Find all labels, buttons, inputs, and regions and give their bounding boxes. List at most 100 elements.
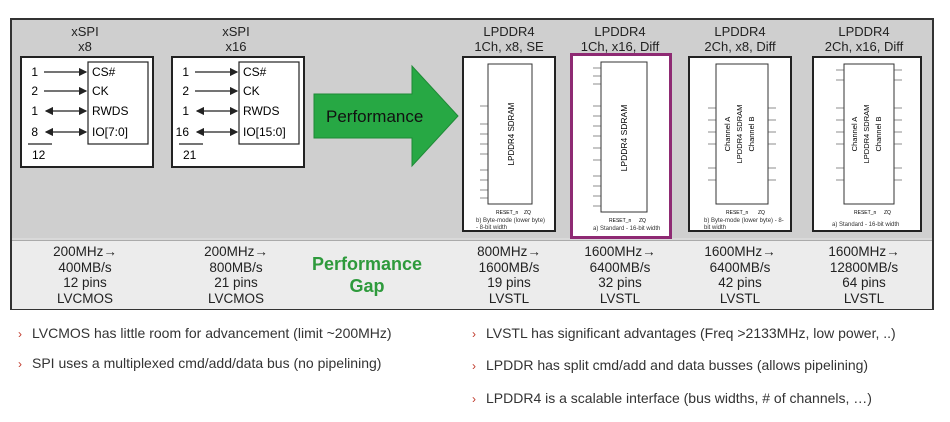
spec-bandwidth: 12800MB/s (829, 259, 899, 275)
chevron-right-icon: › (472, 359, 476, 373)
bullet-right-3: › LPDDR4 is a scalable interface (bus wid… (472, 390, 872, 406)
zq-label: ZQ (639, 218, 646, 224)
reset-label: RESET_n (496, 210, 518, 216)
pin-count: 8 (31, 125, 38, 139)
chip-caption: b) Byte-mode (lower byte) - 8-bit width (704, 218, 784, 231)
chip-caption: a) Standard - 16-bit width (593, 226, 661, 232)
chip-diagram: LPDDR4 SDRAM RESET_n ZQ (593, 61, 648, 224)
pin-count: 1 (182, 65, 189, 79)
channel-a-label: Channel A (723, 117, 732, 152)
chip-label: LPDDR4 SDRAM (507, 102, 516, 165)
bullet-right-2: › LPDDR has split cmd/add and data busses… (472, 357, 868, 373)
signal-name: CS# (243, 65, 267, 79)
spec-bandwidth: 6400MB/s (709, 259, 771, 275)
signal-name: CS# (92, 65, 116, 79)
reset-label: RESET_n (726, 210, 748, 216)
signal-name: IO[7:0] (92, 125, 128, 139)
col-title: LPDDR4 (714, 24, 766, 39)
xspi-x16-pin-box: 1 2 1 16 CS# CK RWDS IO[15:0] 21 (171, 56, 305, 168)
spec-frequency: 1600MHz→ (828, 244, 900, 259)
spec-frequency: 1600MHz→ (584, 244, 656, 259)
col-subtitle: x8 (78, 39, 92, 54)
pin-count: 1 (31, 65, 38, 79)
spec-io-standard: LVCMOS (207, 290, 264, 306)
pin-total: 12 (32, 148, 46, 162)
reset-label: RESET_n (609, 218, 631, 224)
chevron-right-icon: › (18, 327, 22, 341)
spec-lpddr4-2ch-x8: 1600MHz→ 6400MB/s 42 pins LVSTL (675, 244, 805, 306)
chevron-right-icon: › (472, 392, 476, 406)
xspi-x16-pin-diagram: 1 2 1 16 CS# CK RWDS IO[15:0] 21 (176, 61, 300, 162)
channel-a-label: Channel A (850, 117, 859, 152)
col-header-xspi-x16: xSPI x16 (171, 24, 301, 54)
spec-lpddr4-1ch-x8: 800MHz→ 1600MB/s 19 pins LVSTL (444, 244, 574, 306)
bullet-left-1: › LVCMOS has little room for advancement … (18, 325, 392, 341)
pin-total: 21 (183, 148, 197, 162)
zq-label: ZQ (884, 210, 891, 216)
chip-diagram: Channel A LPDDR4 SDRAM Channel B RESET_n… (708, 63, 776, 216)
col-header-lpddr4-1ch-x16: LPDDR4 1Ch, x16, Diff (555, 24, 685, 54)
col-title: LPDDR4 (838, 24, 890, 39)
pin-count: 2 (182, 84, 189, 98)
lpddr4-2ch-x8-chip: Channel A LPDDR4 SDRAM Channel B RESET_n… (688, 56, 792, 232)
signal-name: RWDS (243, 104, 279, 118)
spec-xspi-x8: 200MHz→ 400MB/s 12 pins LVCMOS (20, 244, 150, 306)
col-header-lpddr4-2ch-x16: LPDDR4 2Ch, x16, Diff (799, 24, 929, 54)
device-block (238, 61, 300, 145)
spec-io-standard: LVCMOS (56, 290, 113, 306)
spec-frequency: 200MHz→ (53, 244, 117, 259)
spec-frequency: 200MHz→ (204, 244, 268, 259)
spec-io-standard: LVSTL (599, 290, 641, 306)
spec-pins: 32 pins (598, 275, 642, 290)
col-header-lpddr4-2ch-x8: LPDDR4 2Ch, x8, Diff (675, 24, 805, 54)
spec-pins: 19 pins (487, 275, 531, 290)
bullet-left-2: ›SPI uses a multiplexed cmd/add/data bus… (18, 355, 381, 371)
reset-label: RESET_n (854, 210, 876, 216)
performance-gap-label: Performance Gap (292, 253, 442, 297)
spec-bandwidth: 400MB/s (58, 259, 112, 275)
pin-count: 1 (182, 104, 189, 118)
spec-bandwidth: 6400MB/s (589, 259, 651, 275)
gap-line: Performance (311, 254, 423, 274)
xspi-x8-pin-diagram: 1 2 1 8 CS# CK RWDS IO[7:0] 12 (28, 61, 149, 162)
chip-label: LPDDR4 SDRAM (862, 105, 871, 164)
spec-bandwidth: 1600MB/s (478, 259, 540, 275)
chevron-right-icon: › (472, 327, 476, 341)
col-title: xSPI (222, 24, 250, 39)
col-subtitle: 2Ch, x16, Diff (824, 39, 904, 54)
chip-diagram: Channel A LPDDR4 SDRAM Channel B RESET_n… (836, 63, 902, 216)
spec-pins: 12 pins (63, 275, 107, 290)
lpddr4-1ch-x16-chip: LPDDR4 SDRAM RESET_n ZQ a) Standard - 16… (570, 53, 672, 239)
signal-name: CK (92, 84, 109, 98)
col-title: LPDDR4 (483, 24, 535, 39)
spec-io-standard: LVSTL (488, 290, 530, 306)
bullet-text: SPI uses a multiplexed cmd/add/data bus … (32, 355, 382, 371)
signal-name: IO[15:0] (243, 125, 286, 139)
spec-lpddr4-2ch-x16: 1600MHz→ 12800MB/s 64 pins LVSTL (799, 244, 929, 306)
spec-pins: 64 pins (842, 275, 886, 290)
pin-count: 16 (176, 125, 190, 139)
spec-io-standard: LVSTL (719, 290, 761, 306)
spec-pins: 42 pins (718, 275, 762, 290)
channel-b-label: Channel B (874, 116, 883, 151)
bullet-text: LPDDR4 is a scalable interface (bus widt… (486, 390, 872, 406)
channel-b-label: Channel B (747, 116, 756, 151)
col-header-xspi-x8: xSPI x8 (20, 24, 150, 54)
chip-label: LPDDR4 SDRAM (619, 105, 629, 172)
chip-caption: b) Byte-mode (lower byte) - 8-bit width (476, 218, 546, 231)
chip-label: LPDDR4 SDRAM (735, 105, 744, 164)
col-subtitle: 1Ch, x8, SE (474, 39, 544, 54)
xspi-x8-pin-box: 1 2 1 8 CS# CK RWDS IO[7:0] 12 (20, 56, 154, 168)
col-subtitle: x16 (225, 39, 247, 54)
performance-arrow: Performance (313, 64, 459, 168)
zq-label: ZQ (524, 210, 531, 216)
bullet-text: LPDDR has split cmd/add and data busses … (486, 357, 869, 373)
device-block (87, 61, 149, 145)
zq-label: ZQ (758, 210, 765, 216)
col-title: LPDDR4 (594, 24, 646, 39)
col-subtitle: 2Ch, x8, Diff (704, 39, 776, 54)
bullet-text: LVCMOS has little room for advancement (… (32, 325, 392, 341)
spec-row (12, 240, 932, 309)
chip-caption: a) Standard - 16-bit width (832, 222, 900, 228)
col-subtitle: 1Ch, x16, Diff (580, 39, 660, 54)
